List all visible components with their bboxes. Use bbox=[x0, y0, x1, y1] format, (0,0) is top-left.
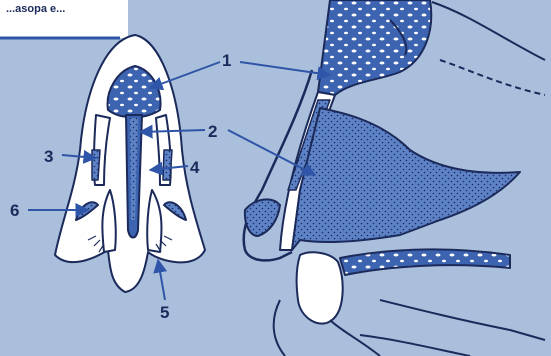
hard-palate bbox=[340, 249, 510, 275]
upper-lip bbox=[297, 252, 343, 323]
label-2: 2 bbox=[208, 122, 217, 141]
label-1: 1 bbox=[222, 51, 231, 70]
label-6: 6 bbox=[10, 201, 19, 220]
frontal-nose-section bbox=[55, 35, 205, 292]
label-4: 4 bbox=[190, 158, 200, 177]
header-fragment: ...asopa e... bbox=[6, 3, 65, 15]
arrow-1-right bbox=[240, 62, 330, 75]
label-5: 5 bbox=[160, 303, 169, 322]
header-box: ...asopa e... bbox=[0, 0, 128, 38]
sagittal-nose-section bbox=[244, 0, 545, 356]
nasal-cavity-septum bbox=[292, 108, 520, 250]
frontal-bone bbox=[318, 0, 431, 95]
label-3: 3 bbox=[44, 147, 53, 166]
arrow-5 bbox=[158, 260, 165, 300]
